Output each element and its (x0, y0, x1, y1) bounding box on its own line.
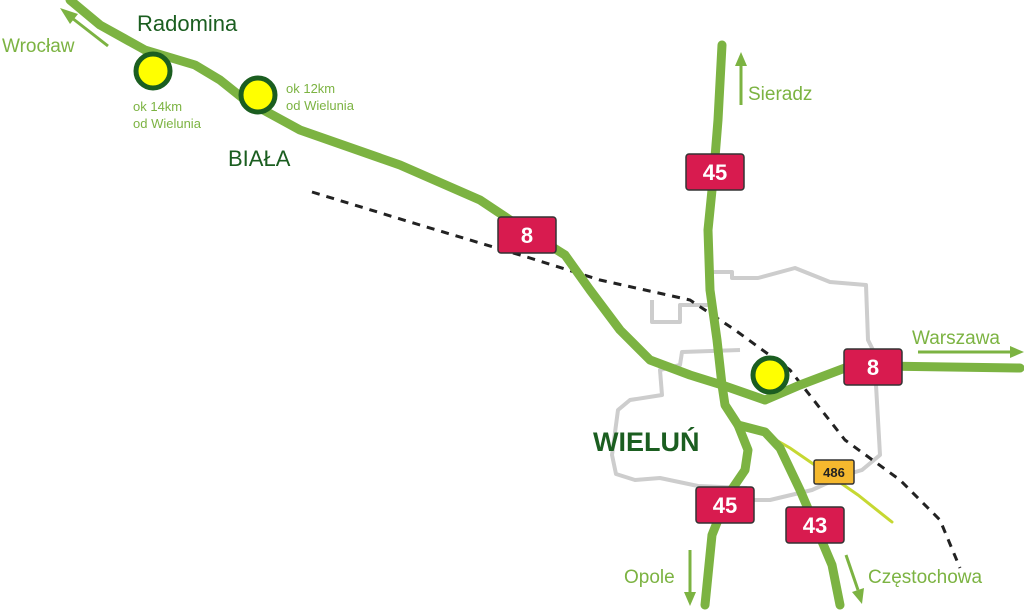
location-marker-radomina[interactable] (133, 51, 173, 91)
arrow-opole (684, 550, 696, 606)
road-shield-8-west: 8 (497, 216, 557, 254)
road-45-south (700, 420, 753, 610)
road-8-west (65, 0, 770, 405)
shield-label: 43 (803, 513, 827, 538)
road-shield-486: 486 (813, 459, 855, 485)
arrow-warszawa (918, 346, 1024, 358)
place-label-wielun: WIELUŃ (593, 426, 699, 457)
distance-note-2-line1: ok 12km (286, 81, 335, 96)
shield-label: 8 (521, 223, 533, 248)
railway-line (311, 190, 962, 569)
destination-label-warszawa: Warszawa (912, 328, 1000, 349)
distance-note-1-line1: ok 14km (133, 99, 182, 114)
place-label-biala: BIAŁA (228, 146, 291, 171)
destination-label-wroclaw: Wrocław (2, 36, 75, 57)
road-shield-45-south: 45 (695, 486, 755, 524)
location-marker-biala[interactable] (238, 75, 278, 115)
arrow-czestochowa (844, 554, 864, 604)
distance-note-2-line2: od Wielunia (286, 98, 355, 113)
arrow-sieradz (735, 52, 747, 105)
shield-label: 8 (867, 355, 879, 380)
destination-label-czestochowa: Częstochowa (868, 567, 982, 588)
road-43 (733, 420, 845, 610)
shield-label: 486 (823, 465, 845, 480)
road-shield-43: 43 (785, 506, 845, 544)
place-label-radomina: Radomina (137, 11, 238, 36)
arrow-wroclaw (60, 8, 109, 48)
road-shield-45-north: 45 (685, 153, 745, 191)
road-shield-8-east: 8 (843, 348, 903, 386)
location-marker-wielun[interactable] (750, 355, 790, 395)
shield-label: 45 (703, 160, 727, 185)
distance-note-1-line2: od Wielunia (133, 116, 202, 131)
destination-label-opole: Opole (624, 567, 675, 588)
destination-label-sieradz: Sieradz (748, 84, 812, 105)
shield-label: 45 (713, 493, 737, 518)
road-45-north (703, 40, 743, 430)
